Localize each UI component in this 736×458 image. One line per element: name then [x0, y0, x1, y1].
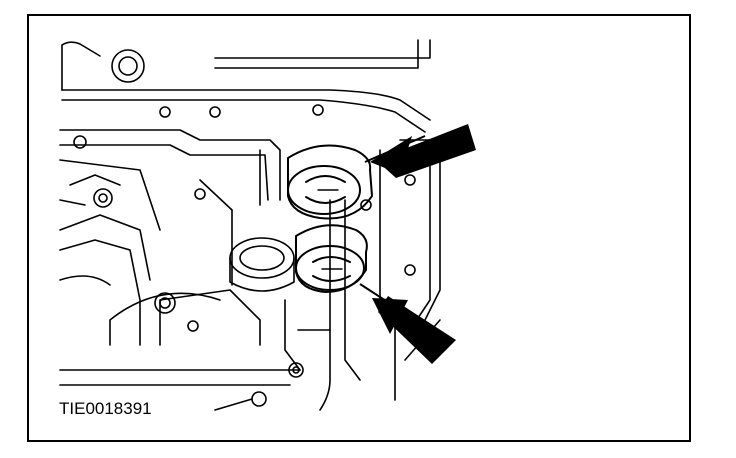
upper-arrow [364, 124, 476, 178]
housing-outline [59, 39, 441, 411]
upper-seal-cup [287, 144, 373, 220]
housing-bolts [73, 49, 416, 411]
open-bore [229, 237, 295, 292]
lower-seal-cup [295, 224, 368, 293]
lower-arrow [359, 283, 456, 364]
figure-code: TIE0018391 [59, 399, 152, 418]
